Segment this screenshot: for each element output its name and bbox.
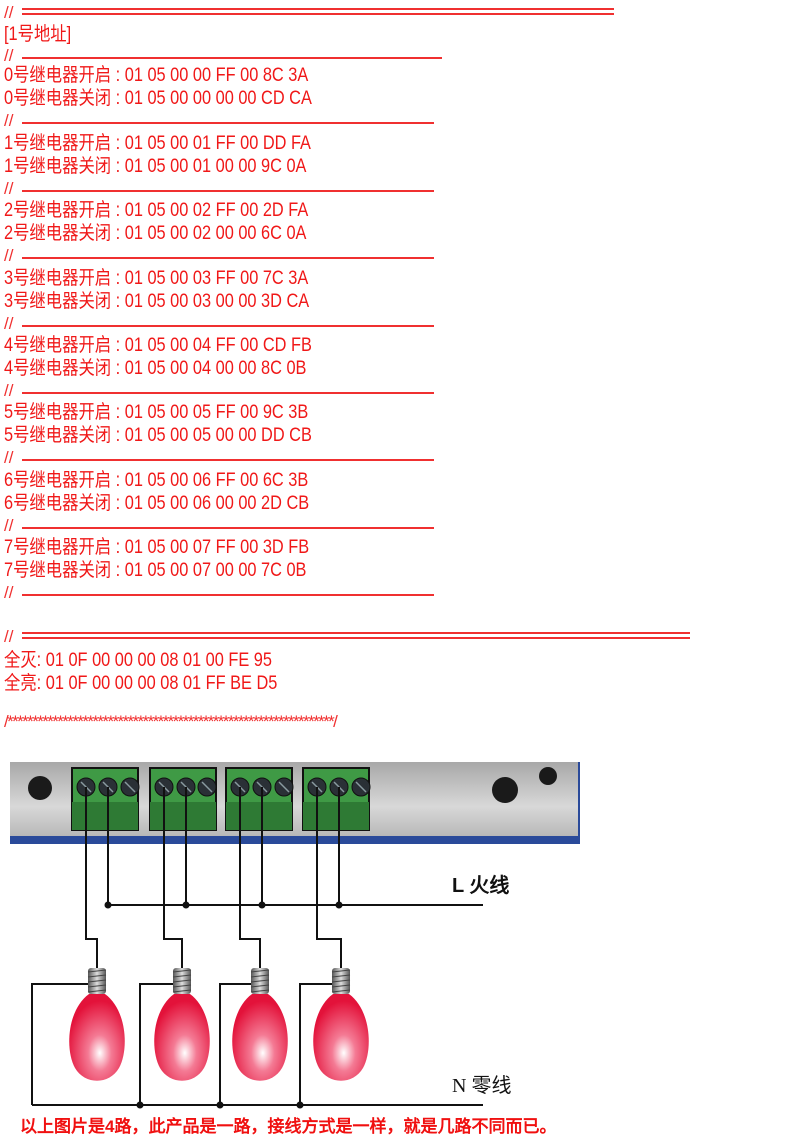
light-bulb-icon	[232, 968, 288, 1081]
comment-slashes: //	[4, 179, 14, 198]
live-wire-label: L 火线	[452, 873, 509, 897]
comment-slashes: //	[4, 111, 14, 130]
light-bulb-icon	[154, 968, 210, 1081]
comment-slashes: //	[4, 448, 14, 467]
relay-on-command: 6号继电器开启 : 01 05 00 06 FF 00 6C 3B	[4, 470, 309, 491]
neutral-wire-branch	[299, 983, 335, 1105]
separator-line	[22, 527, 434, 529]
comment-slashes: //	[4, 516, 14, 535]
terminal-block	[71, 767, 140, 831]
relay-on-command: 0号继电器开启 : 01 05 00 00 FF 00 8C 3A	[4, 65, 309, 86]
terminal-block	[302, 767, 371, 831]
relay-off-command: 7号继电器关闭 : 01 05 00 07 00 00 7C 0B	[4, 560, 307, 581]
switched-wire	[239, 787, 261, 970]
mounting-hole	[539, 767, 557, 785]
relay-off-command: 1号继电器关闭 : 01 05 00 01 00 00 9C 0A	[4, 156, 307, 177]
separator-line	[22, 122, 434, 124]
comment-stars-line: /***************************************…	[4, 712, 338, 731]
relay-on-command: 4号继电器开启 : 01 05 00 04 FF 00 CD FB	[4, 335, 312, 356]
neutral-wire-branch	[219, 983, 254, 1105]
terminal-block	[225, 767, 294, 831]
comment-slashes: //	[4, 627, 14, 646]
wiring-note: 以上图片是4路，此产品是一路，接线方式是一样，就是几路不同而已。	[20, 1117, 557, 1136]
relay-on-command: 1号继电器开启 : 01 05 00 01 FF 00 DD FA	[4, 133, 311, 154]
comment-slashes: //	[4, 381, 14, 400]
neutral-wire-branch	[31, 983, 91, 1105]
relay-on-command: 5号继电器开启 : 01 05 00 05 FF 00 9C 3B	[4, 402, 309, 423]
relay-off-command: 3号继电器关闭 : 01 05 00 03 00 00 3D CA	[4, 291, 310, 312]
switched-wire	[163, 787, 183, 970]
neutral-wire-branch	[139, 983, 176, 1105]
relay-off-command: 6号继电器关闭 : 01 05 00 06 00 00 2D CB	[4, 493, 310, 514]
relay-on-command: 7号继电器开启 : 01 05 00 07 FF 00 3D FB	[4, 537, 310, 558]
separator-line	[22, 190, 434, 192]
terminal-block	[149, 767, 217, 831]
light-bulb-icon	[69, 968, 125, 1081]
separator-line	[22, 392, 434, 394]
comment-slashes: //	[4, 246, 14, 265]
comment-slashes: //	[4, 46, 14, 65]
switched-wire	[85, 787, 98, 970]
terminal-screw	[120, 777, 140, 797]
separator-line	[22, 459, 434, 461]
relay-off-command: 2号继电器关闭 : 01 05 00 02 00 00 6C 0A	[4, 223, 307, 244]
neutral-wire-label: N 零线	[452, 1074, 511, 1097]
separator-line	[22, 257, 434, 259]
separator-line	[22, 325, 434, 327]
all-off-command: 全灭: 01 0F 00 00 00 08 01 00 FE 95	[4, 650, 272, 671]
mounting-hole	[28, 776, 52, 800]
terminal-screw	[351, 777, 371, 797]
relay-on-command: 2号继电器开启 : 01 05 00 02 FF 00 2D FA	[4, 200, 309, 221]
comment-slashes: //	[4, 314, 14, 333]
separator-line	[22, 632, 690, 634]
wiring-diagram: L 火线 N 零线	[10, 762, 580, 1109]
separator-line	[22, 57, 442, 59]
comment-slashes: //	[4, 583, 14, 602]
relay-on-command: 3号继电器开启 : 01 05 00 03 FF 00 7C 3A	[4, 268, 309, 289]
relay-off-command: 5号继电器关闭 : 01 05 00 05 00 00 DD CB	[4, 425, 312, 446]
address-header: [1号地址]	[4, 24, 72, 45]
switched-wire	[316, 787, 342, 970]
terminal-screw	[197, 777, 217, 797]
all-on-command: 全亮: 01 0F 00 00 00 08 01 FF BE D5	[4, 673, 278, 694]
separator-line	[22, 594, 434, 596]
separator-line	[22, 8, 614, 10]
relay-off-command: 4号继电器关闭 : 01 05 00 04 00 00 8C 0B	[4, 358, 307, 379]
light-bulb-icon	[313, 968, 369, 1081]
comment-slashes: //	[4, 3, 14, 22]
terminal-screw	[274, 777, 294, 797]
mounting-hole	[492, 777, 518, 803]
relay-off-command: 0号继电器关闭 : 01 05 00 00 00 00 CD CA	[4, 88, 312, 109]
